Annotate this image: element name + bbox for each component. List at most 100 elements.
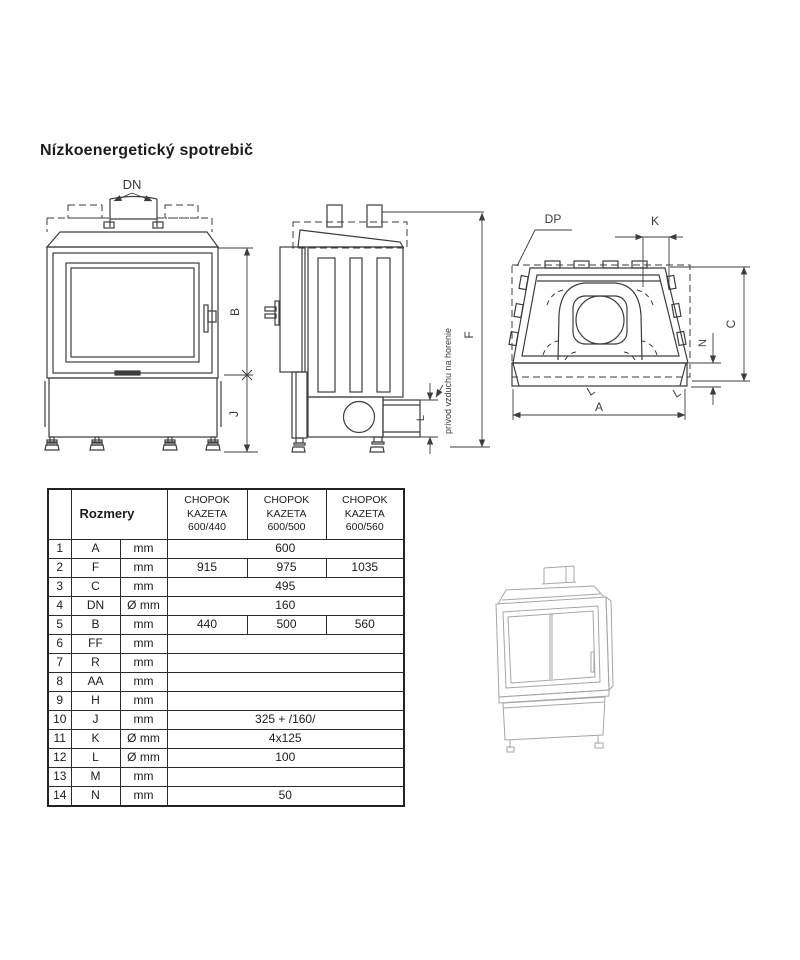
row-number: 5 — [47, 615, 72, 635]
bottom-hooks — [586, 387, 682, 398]
dim-unit: mm — [119, 539, 168, 559]
dim-unit: mm — [119, 691, 168, 711]
dim-label-dp: DP — [545, 212, 562, 226]
dim-code: N — [70, 786, 121, 807]
front-band — [511, 362, 688, 387]
base — [44, 377, 222, 438]
top-view-drawing: DP K C N A — [508, 212, 750, 420]
dim-code: L — [70, 748, 121, 768]
row-number: 9 — [47, 691, 72, 711]
front-view-drawing: DN B J — [44, 177, 258, 453]
dim-unit: mm — [119, 786, 168, 807]
a-dimension — [512, 389, 686, 420]
dashed-outline — [46, 204, 213, 232]
b-j-dimension — [218, 247, 258, 453]
dim-value: 975 — [246, 558, 327, 578]
sketch-handle — [590, 651, 595, 673]
air-inlet-duct — [382, 399, 421, 438]
dim-label-l: L — [415, 415, 427, 421]
dim-value: 915 — [166, 558, 248, 578]
row-number: 14 — [47, 786, 72, 807]
sketch-flue-collar — [541, 565, 577, 585]
mount-clips — [508, 260, 687, 347]
sketch-hood — [497, 585, 605, 605]
l-dimension — [420, 383, 438, 454]
front-leg — [291, 371, 308, 453]
flue-opening — [557, 282, 643, 361]
header-rozmery: Rozmery — [70, 488, 168, 540]
dim-code: A — [70, 539, 121, 559]
dim-code: H — [70, 691, 121, 711]
dashed-outline-side — [292, 221, 408, 249]
flue-collar-side — [326, 204, 484, 228]
air-inlet-note: prívod vzduchu na horenie — [443, 328, 453, 434]
row-number: 10 — [47, 710, 72, 730]
header-model-1: CHOPOK KAZETA 600/440 — [166, 488, 248, 540]
sketch-frame — [495, 595, 614, 698]
row-number: 13 — [47, 767, 72, 787]
dim-label-n: N — [697, 339, 709, 347]
dim-unit: mm — [119, 672, 168, 692]
air-note-leader — [435, 384, 444, 398]
dim-label-a: A — [595, 400, 603, 414]
door-frame — [46, 246, 219, 379]
dim-label-j: J — [227, 411, 241, 417]
dim-label-c: C — [724, 319, 738, 328]
header-empty-cell — [47, 488, 72, 540]
dim-unit: mm — [119, 634, 168, 654]
dashed-outline-top — [511, 264, 691, 378]
dim-code: AA — [70, 672, 121, 692]
rear-foot — [369, 436, 385, 453]
dim-value: 560 — [325, 615, 405, 635]
dim-unit: Ø mm — [119, 729, 168, 749]
dim-code: K — [70, 729, 121, 749]
dim-label-k: K — [651, 214, 659, 228]
base-side — [307, 396, 384, 438]
row-number: 1 — [47, 539, 72, 559]
dim-code: M — [70, 767, 121, 787]
dim-value — [166, 653, 405, 673]
dim-value: 4x125 — [166, 729, 405, 749]
row-number: 7 — [47, 653, 72, 673]
dim-unit: Ø mm — [119, 748, 168, 768]
door-handle — [203, 304, 217, 333]
header-model-3: CHOPOK KAZETA 600/560 — [325, 488, 405, 540]
hood — [45, 231, 220, 248]
hidden-arcs — [542, 289, 658, 361]
dim-value — [166, 691, 405, 711]
dim-unit: mm — [119, 767, 168, 787]
side-view-drawing: F L prívod vzduchu na horenie — [264, 204, 490, 454]
dim-code: DN — [70, 596, 121, 616]
c-dimension — [670, 266, 750, 382]
handle-side — [264, 300, 280, 326]
row-number: 4 — [47, 596, 72, 616]
door-side — [279, 246, 306, 373]
dim-unit: mm — [119, 558, 168, 578]
dim-label-f: F — [462, 331, 476, 338]
dim-value: 325 + /160/ — [166, 710, 405, 730]
sketch-base — [498, 689, 610, 741]
perspective-sketch — [495, 565, 614, 753]
dim-value: 500 — [246, 615, 327, 635]
k-dimension — [615, 233, 683, 287]
dim-value — [166, 672, 405, 692]
dim-value — [166, 767, 405, 787]
row-number: 8 — [47, 672, 72, 692]
dim-unit: mm — [119, 653, 168, 673]
chamber-dome — [557, 282, 643, 361]
dim-value — [166, 634, 405, 654]
dim-value: 1035 — [325, 558, 405, 578]
dim-code: F — [70, 558, 121, 578]
dim-unit: mm — [119, 615, 168, 635]
row-number: 2 — [47, 558, 72, 578]
dimensions-table: Rozmery CHOPOK KAZETA 600/440 CHOPOK KAZ… — [47, 488, 405, 807]
